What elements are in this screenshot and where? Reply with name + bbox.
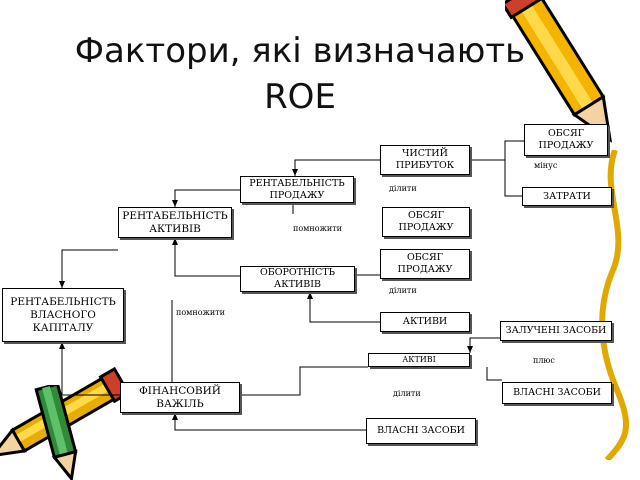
label-dilyty-1: ділити <box>389 184 417 193</box>
box-rentabelnist-vlasnogo-kapitalu: РЕНТАБЕЛЬНІСТЬ ВЛАСНОГО КАПІТАЛУ <box>2 288 124 342</box>
pencil-icon <box>34 385 78 480</box>
label-plus: плюс <box>533 356 555 365</box>
label-dilyty-3: ділити <box>393 389 421 398</box>
label-pomnozhyty-1: помножити <box>293 224 342 233</box>
box-rentabelnist-aktyviv: РЕНТАБЕЛЬНІСТЬ АКТИВІВ <box>118 207 232 238</box>
box-chystyi-prybutok: ЧИСТИЙ ПРИБУТОК <box>380 145 470 175</box>
box-zatraty: ЗАТРАТИ <box>522 187 612 206</box>
box-aktyvi: АКТИВІ <box>368 353 470 367</box>
wavy-line-icon <box>599 150 630 460</box>
page-title: Фактори, які визначають ROE <box>74 31 526 117</box>
label-minus: мінус <box>534 161 558 170</box>
box-obsyag-prodazhu-1: ОБСЯГ ПРОДАЖУ <box>524 124 608 156</box>
box-obsyag-prodazhu-3: ОБСЯГ ПРОДАЖУ <box>380 249 470 279</box>
box-zalucheni-zasoby: ЗАЛУЧЕНІ ЗАСОБИ <box>500 321 612 341</box>
box-vlasni-zasoby-2: ВЛАСНІ ЗАСОБИ <box>366 418 476 444</box>
box-finansovyi-vazhil: ФІНАНСОВИЙ ВАЖІЛЬ <box>120 382 240 413</box>
label-dilyty-2: ділити <box>389 286 417 295</box>
box-aktyvy: АКТИВИ <box>380 312 470 332</box>
box-oborotnist-aktyviv: ОБОРОТНІСТЬ АКТИВІВ <box>240 266 355 292</box>
box-obsyag-prodazhu-2: ОБСЯГ ПРОДАЖУ <box>382 207 470 237</box>
box-rentabelnist-prodazhu: РЕНТАБЕЛЬНІСТЬ ПРОДАЖУ <box>240 176 354 203</box>
label-pomnozhyty-2: помножити <box>176 308 225 317</box>
box-vlasni-zasoby-1: ВЛАСНІ ЗАСОБИ <box>502 382 612 404</box>
